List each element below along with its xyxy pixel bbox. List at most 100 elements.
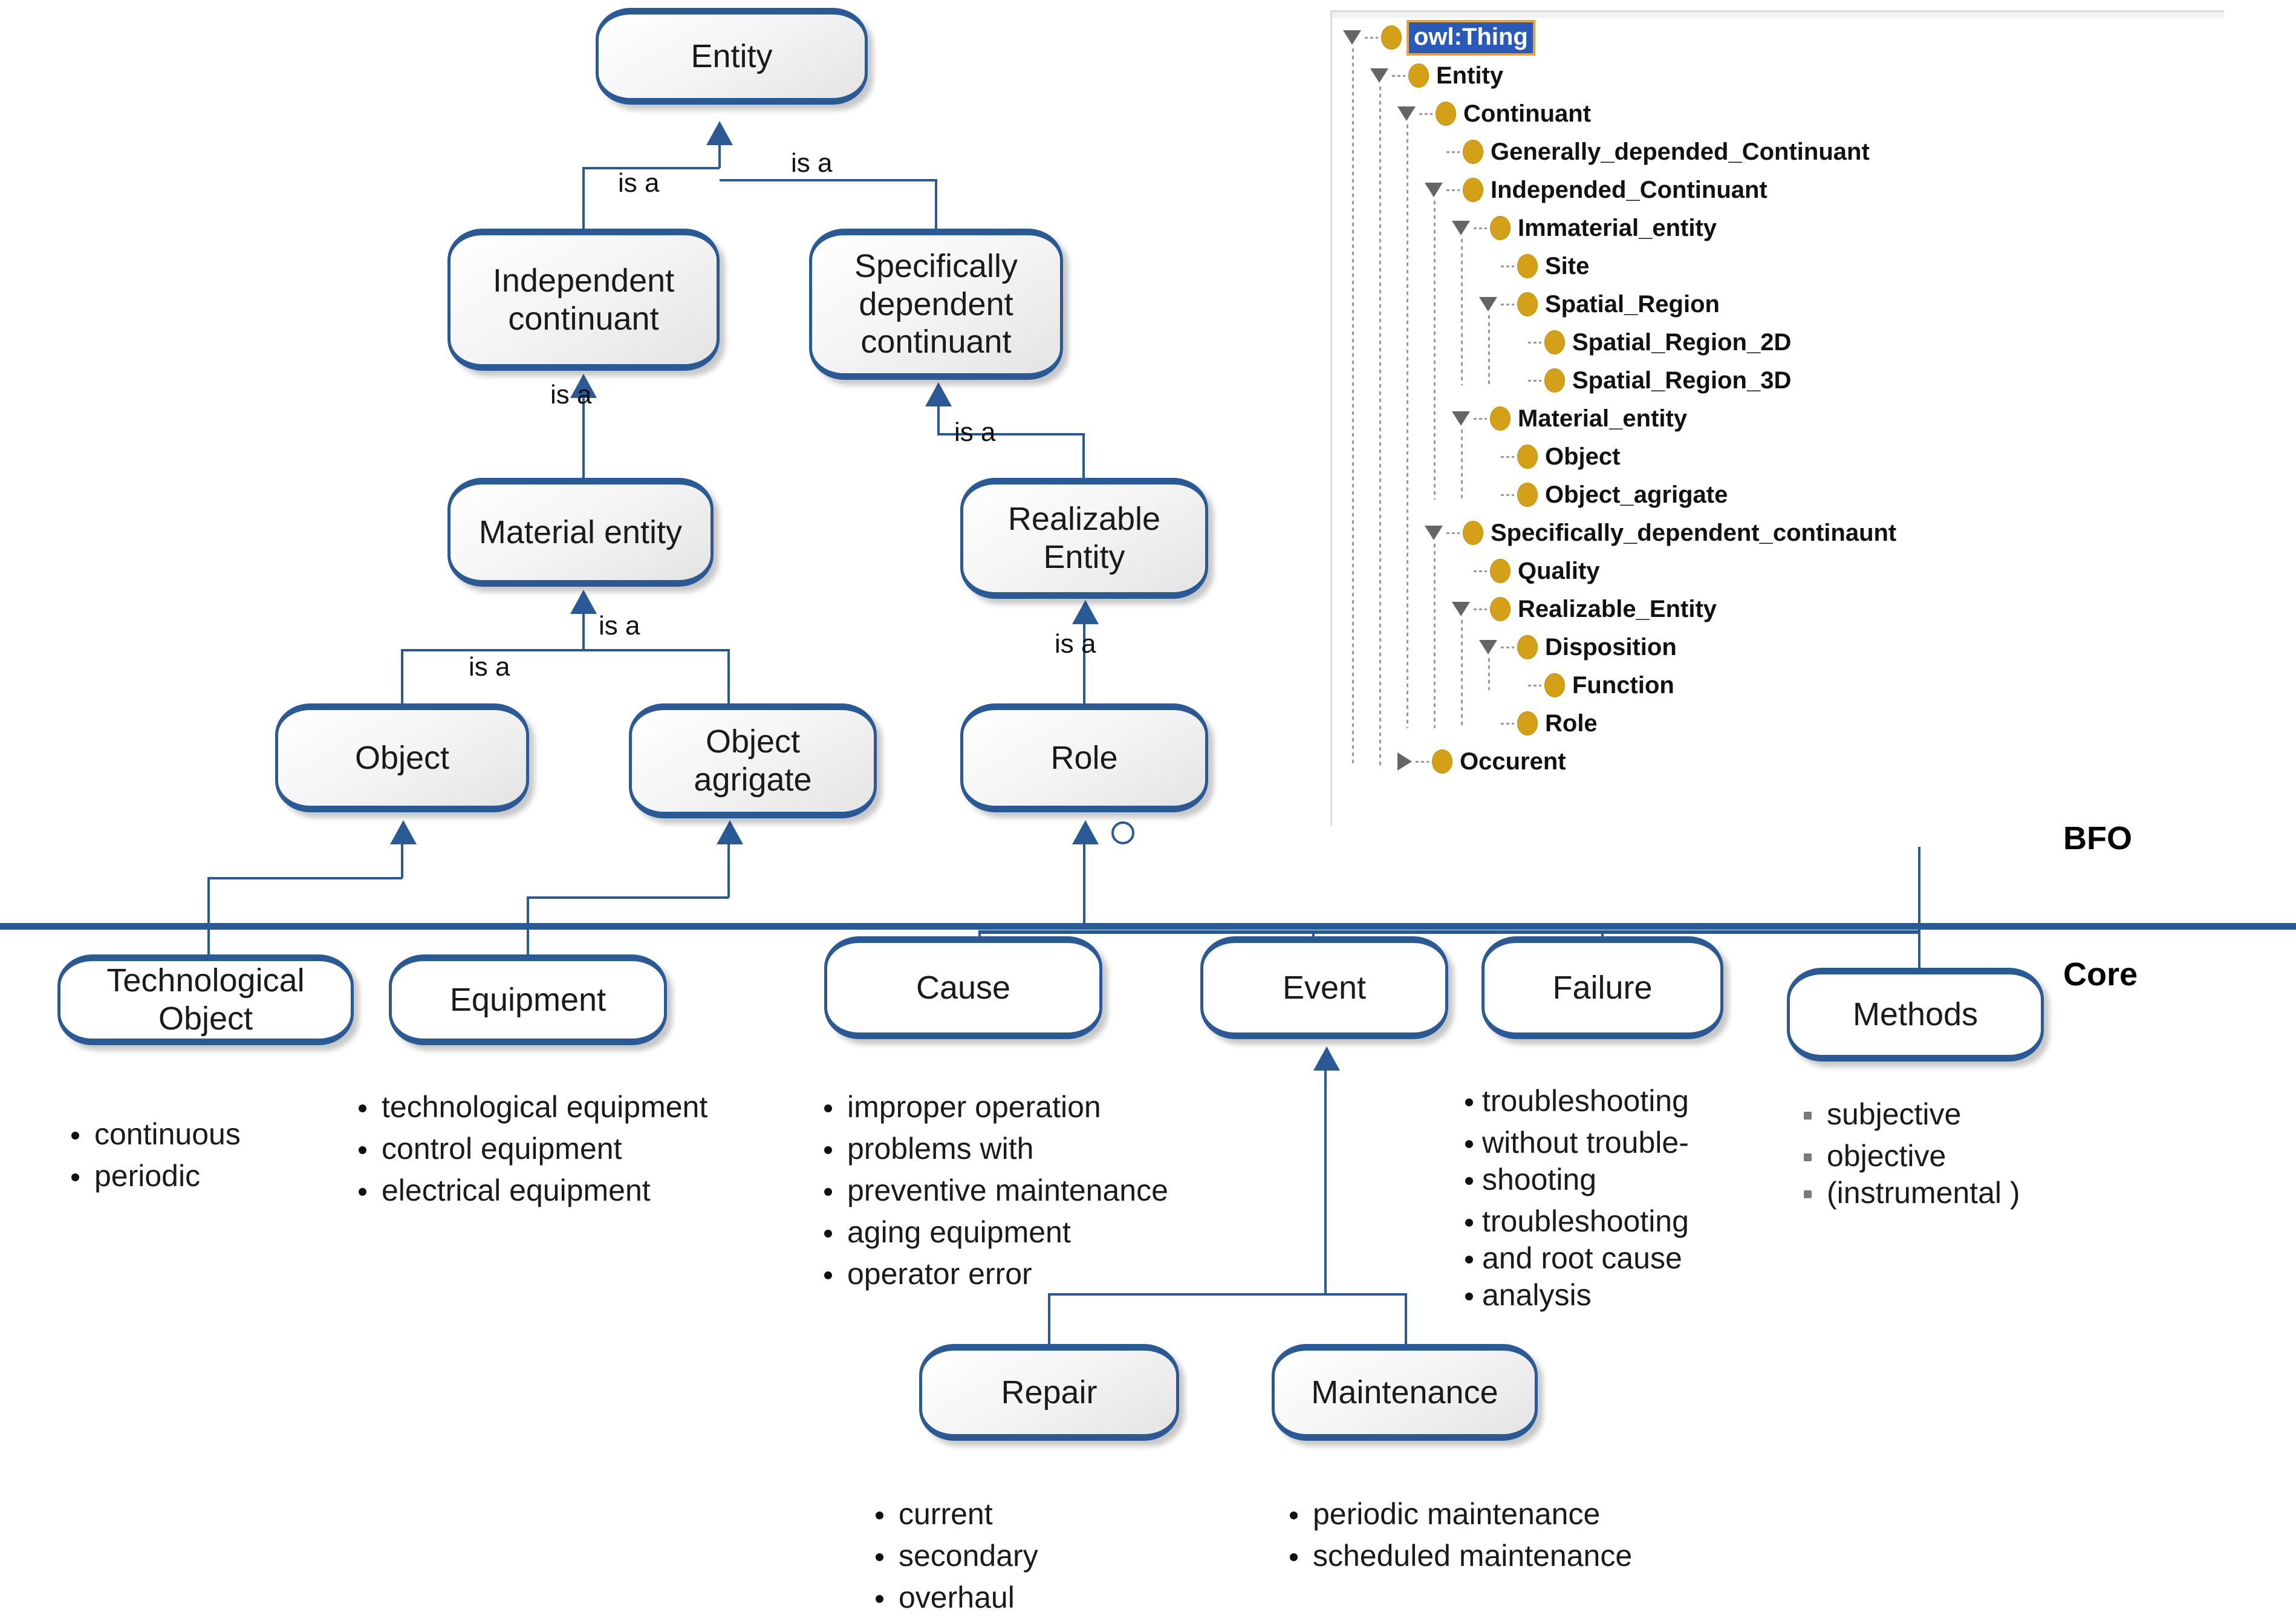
tree-item-owl-thing[interactable]: owl:Thing	[1343, 19, 1535, 56]
node-independent-continuant[interactable]: Independent continuant	[447, 229, 720, 371]
node-object[interactable]: Object	[275, 703, 529, 812]
tree-item-disposition[interactable]: Disposition	[1479, 633, 1677, 662]
list-item: technological equipment	[354, 1089, 801, 1126]
tree-item-label: Realizable_Entity	[1518, 595, 1717, 622]
tree-connector-line	[1446, 532, 1460, 534]
tree-item-spatial-region-3d[interactable]: Spatial_Region_3D	[1506, 366, 1791, 395]
tree-item-entity[interactable]: Entity	[1370, 61, 1503, 90]
node-role-label: Role	[1050, 739, 1118, 776]
edge-seg	[1918, 847, 1920, 974]
tree-item-object-agrigate[interactable]: Object_agrigate	[1479, 480, 1728, 509]
list-item-continuation: analysis	[1460, 1277, 1763, 1314]
tree-item-label: Spatial_Region_2D	[1572, 328, 1792, 356]
expand-toggle-icon[interactable]	[1397, 106, 1416, 121]
tree-item-function[interactable]: Function	[1506, 671, 1674, 700]
tree-item-immaterial-entity[interactable]: Immaterial_entity	[1452, 214, 1717, 243]
list-item: objective	[1799, 1138, 2113, 1175]
node-equipment[interactable]: Equipment	[389, 954, 667, 1045]
node-failure-label: Failure	[1552, 969, 1653, 1006]
tree-guide-line	[1461, 429, 1463, 500]
tree-item-label: Occurent	[1460, 748, 1566, 775]
line-1: Independent	[492, 262, 675, 299]
list-item-continuation: and root cause	[1460, 1240, 1763, 1277]
tree-connector-line	[1501, 722, 1514, 725]
expand-toggle-icon[interactable]	[1425, 526, 1443, 540]
layer-label-bfo: BFO	[2063, 820, 2132, 856]
tree-item-label: Object	[1545, 443, 1621, 470]
list-item: without trouble-	[1460, 1124, 1763, 1161]
tree-item-object[interactable]: Object	[1479, 442, 1620, 471]
tree-spacer	[1452, 564, 1470, 578]
node-methods[interactable]: Methods	[1787, 968, 2044, 1062]
tree-item-role[interactable]: Role	[1479, 709, 1598, 738]
owl-class-icon	[1544, 673, 1565, 697]
node-failure[interactable]: Failure	[1481, 936, 1723, 1039]
tree-guide-line	[1488, 658, 1490, 690]
expand-toggle-icon[interactable]	[1452, 411, 1470, 426]
owl-class-icon	[1517, 445, 1538, 469]
tree-item-occurent[interactable]: Occurent	[1397, 747, 1566, 776]
owl-class-icon	[1544, 330, 1565, 354]
tree-item-site[interactable]: Site	[1479, 252, 1589, 281]
tree-connector-line	[1528, 341, 1541, 344]
edge-seg	[1048, 1293, 1050, 1348]
tree-item-realizable-entity[interactable]: Realizable_Entity	[1452, 595, 1717, 624]
node-realizable-entity[interactable]: Realizable Entity	[960, 478, 1208, 599]
node-independent-continuant-text: Independent continuant	[493, 262, 674, 338]
bullets-methods: subjective objective (instrumental )	[1799, 1096, 2113, 1216]
tree-item-label: Entity	[1436, 62, 1504, 89]
tree-spacer	[1425, 145, 1443, 159]
panel-top-bar	[1332, 12, 2224, 18]
tree-item-quality[interactable]: Quality	[1452, 556, 1600, 585]
owl-class-icon	[1490, 216, 1511, 240]
node-cause[interactable]: Cause	[824, 936, 1102, 1039]
node-repair[interactable]: Repair	[919, 1344, 1179, 1441]
expand-toggle-icon[interactable]	[1479, 640, 1497, 654]
expand-toggle-icon[interactable]	[1425, 183, 1443, 197]
tree-item-label: Independed_Continuant	[1491, 176, 1768, 203]
node-specifically-dependent-continuant[interactable]: Specifically dependent continuant	[809, 229, 1063, 380]
node-role[interactable]: Role	[960, 703, 1208, 812]
edge-seg	[1083, 843, 1085, 928]
node-entity[interactable]: Entity	[596, 8, 868, 105]
role-self-loop-icon	[1111, 821, 1134, 844]
expand-toggle-icon[interactable]	[1452, 221, 1470, 235]
tree-item-specifically-dependent-continaunt[interactable]: Specifically_dependent_continaunt	[1425, 518, 1896, 547]
node-technological-object[interactable]: Technological Object	[57, 954, 354, 1045]
tree-connector-line	[1419, 113, 1433, 115]
list-item: operator error	[819, 1256, 1279, 1293]
owl-class-icon	[1490, 406, 1511, 431]
edge-label-is-a: is a	[599, 611, 640, 641]
list-item-continuation: preventive maintenance	[819, 1172, 1279, 1209]
node-event[interactable]: Event	[1200, 936, 1448, 1039]
line-1: Realizable	[1007, 501, 1161, 538]
tree-item-generally-depended-continuant[interactable]: Generally_depended_Continuant	[1425, 137, 1870, 166]
edge-seg	[1082, 433, 1085, 481]
tree-item-material-entity[interactable]: Material_entity	[1452, 404, 1687, 433]
tree-spacer	[1506, 678, 1524, 693]
collapse-toggle-icon[interactable]	[1397, 752, 1412, 771]
expand-toggle-icon[interactable]	[1479, 297, 1497, 311]
tree-item-independed-continuant[interactable]: Independed_Continuant	[1425, 175, 1768, 204]
edge-label-is-a: is a	[618, 168, 660, 198]
edge-seg	[720, 179, 937, 181]
tree-item-spatial-region[interactable]: Spatial_Region	[1479, 290, 1720, 319]
tree-item-label: Object_agrigate	[1545, 481, 1728, 508]
tree-connector-line	[1528, 684, 1541, 687]
tree-item-spatial-region-2d[interactable]: Spatial_Region_2D	[1506, 328, 1791, 357]
node-material-entity[interactable]: Material entity	[447, 478, 714, 587]
bullets-cause: improper operation problems with prevent…	[819, 1089, 1279, 1297]
arrow-sdc-from-realizable	[925, 382, 952, 406]
owl-class-icon	[1490, 597, 1511, 621]
node-object-agrigate[interactable]: Object agrigate	[629, 703, 877, 818]
node-maintenance[interactable]: Maintenance	[1272, 1344, 1538, 1441]
expand-toggle-icon[interactable]	[1452, 602, 1470, 616]
tree-guide-line	[1407, 125, 1408, 728]
expand-toggle-icon[interactable]	[1370, 68, 1388, 83]
tree-item-continuant[interactable]: Continuant	[1397, 99, 1591, 128]
tree-guide-line	[1488, 315, 1490, 385]
expand-toggle-icon[interactable]	[1343, 30, 1361, 45]
tree-spacer	[1479, 259, 1497, 273]
tree-guide-line	[1434, 544, 1436, 728]
